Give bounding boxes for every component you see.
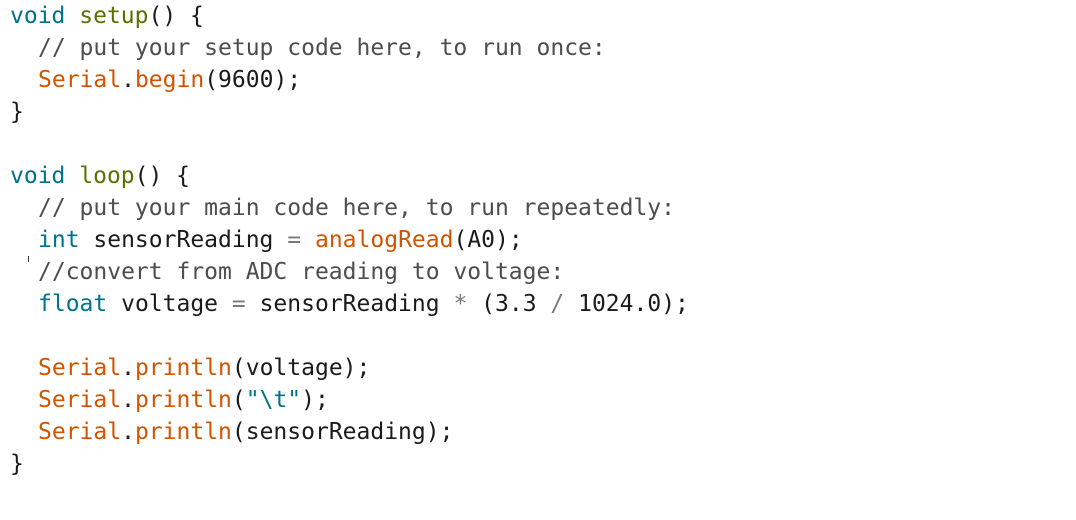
code-text: (A0);: [453, 227, 523, 253]
code-text: 1024.0);: [564, 291, 689, 317]
code-editor[interactable]: void setup() { // put your setup code he…: [10, 0, 1070, 520]
code-line-1[interactable]: void setup() {: [10, 0, 1070, 32]
serial-object: Serial: [38, 419, 122, 445]
code-line-9[interactable]: //convert from ADC reading to voltage:: [10, 256, 1070, 288]
closing-brace: }: [10, 99, 24, 125]
code-comment: //convert from ADC reading to voltage:: [38, 259, 565, 285]
variable-sensor-reading: sensorReading: [79, 227, 288, 253]
operator-multiply: *: [453, 291, 468, 317]
operator-divide: /: [550, 291, 565, 317]
method-begin: begin: [134, 67, 205, 93]
code-comment: // put your setup code here, to run once…: [38, 35, 606, 61]
code-text: (sensorReading);: [231, 419, 454, 445]
method-println: println: [134, 419, 232, 445]
operator-assign: =: [231, 291, 246, 317]
keyword-void: void: [10, 3, 66, 29]
serial-object: Serial: [38, 355, 122, 381]
code-line-11-blank[interactable]: [10, 320, 1070, 352]
code-line-6[interactable]: void loop() {: [10, 160, 1070, 192]
keyword-void: void: [10, 163, 66, 189]
closing-brace: }: [10, 451, 24, 477]
serial-object: Serial: [38, 387, 122, 413]
code-text: (3.3: [467, 291, 551, 317]
code-dot: .: [121, 67, 135, 93]
code-text: sensorReading: [245, 291, 454, 317]
code-text: (9600);: [204, 67, 302, 93]
code-line-13[interactable]: Serial.println("\t");: [10, 384, 1070, 416]
keyword-float: float: [38, 291, 108, 317]
code-dot: .: [121, 419, 135, 445]
code-text: );: [301, 387, 329, 413]
code-line-4[interactable]: }: [10, 96, 1070, 128]
code-line-12[interactable]: Serial.println(voltage);: [10, 352, 1070, 384]
code-line-7[interactable]: // put your main code here, to run repea…: [10, 192, 1070, 224]
serial-object: Serial: [38, 67, 122, 93]
method-println: println: [134, 355, 232, 381]
code-line-5-blank[interactable]: [10, 128, 1070, 160]
method-println: println: [134, 387, 232, 413]
code-line-8[interactable]: int sensorReading = analogRead(A0);: [10, 224, 1070, 256]
code-line-2[interactable]: // put your setup code here, to run once…: [10, 32, 1070, 64]
code-text: () {: [148, 3, 204, 29]
function-name-setup: setup: [79, 3, 149, 29]
code-text: (: [231, 387, 246, 413]
code-space: [301, 227, 315, 253]
keyword-int: int: [38, 227, 80, 253]
text-cursor: [28, 256, 29, 262]
code-line-15[interactable]: }: [10, 448, 1070, 480]
code-comment: // put your main code here, to run repea…: [38, 195, 675, 221]
function-analog-read: analogRead: [314, 227, 454, 253]
code-line-3[interactable]: Serial.begin(9600);: [10, 64, 1070, 96]
string-literal: "\t": [245, 387, 302, 413]
variable-voltage: voltage: [107, 291, 232, 317]
code-dot: .: [121, 387, 135, 413]
code-text: () {: [134, 163, 191, 189]
code-dot: .: [121, 355, 135, 381]
code-text: (voltage);: [231, 355, 371, 381]
code-line-14[interactable]: Serial.println(sensorReading);: [10, 416, 1070, 448]
function-name-loop: loop: [79, 163, 135, 189]
operator-assign: =: [287, 227, 302, 253]
code-line-10[interactable]: float voltage = sensorReading * (3.3 / 1…: [10, 288, 1070, 320]
